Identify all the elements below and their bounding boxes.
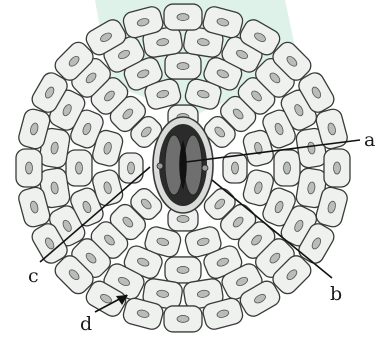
label-b: b xyxy=(330,283,342,305)
cell-nucleus xyxy=(177,215,189,222)
cell-nucleus xyxy=(177,315,189,322)
guard-cell-nucleus-right xyxy=(202,165,208,171)
cell-nucleus xyxy=(177,63,189,70)
cell-nucleus xyxy=(177,14,189,21)
guard-cell-nucleus-left xyxy=(157,163,163,169)
cell-nucleus xyxy=(128,162,135,174)
label-a: a xyxy=(364,129,375,151)
cell-nucleus xyxy=(76,162,83,174)
cell-nucleus xyxy=(284,162,291,174)
label-c: c xyxy=(28,265,39,287)
cell-nucleus xyxy=(177,266,189,273)
stoma xyxy=(153,117,213,213)
cell-nucleus xyxy=(334,162,341,174)
cell-nucleus xyxy=(26,162,33,174)
label-d: d xyxy=(80,313,92,335)
cell-nucleus xyxy=(232,162,239,174)
